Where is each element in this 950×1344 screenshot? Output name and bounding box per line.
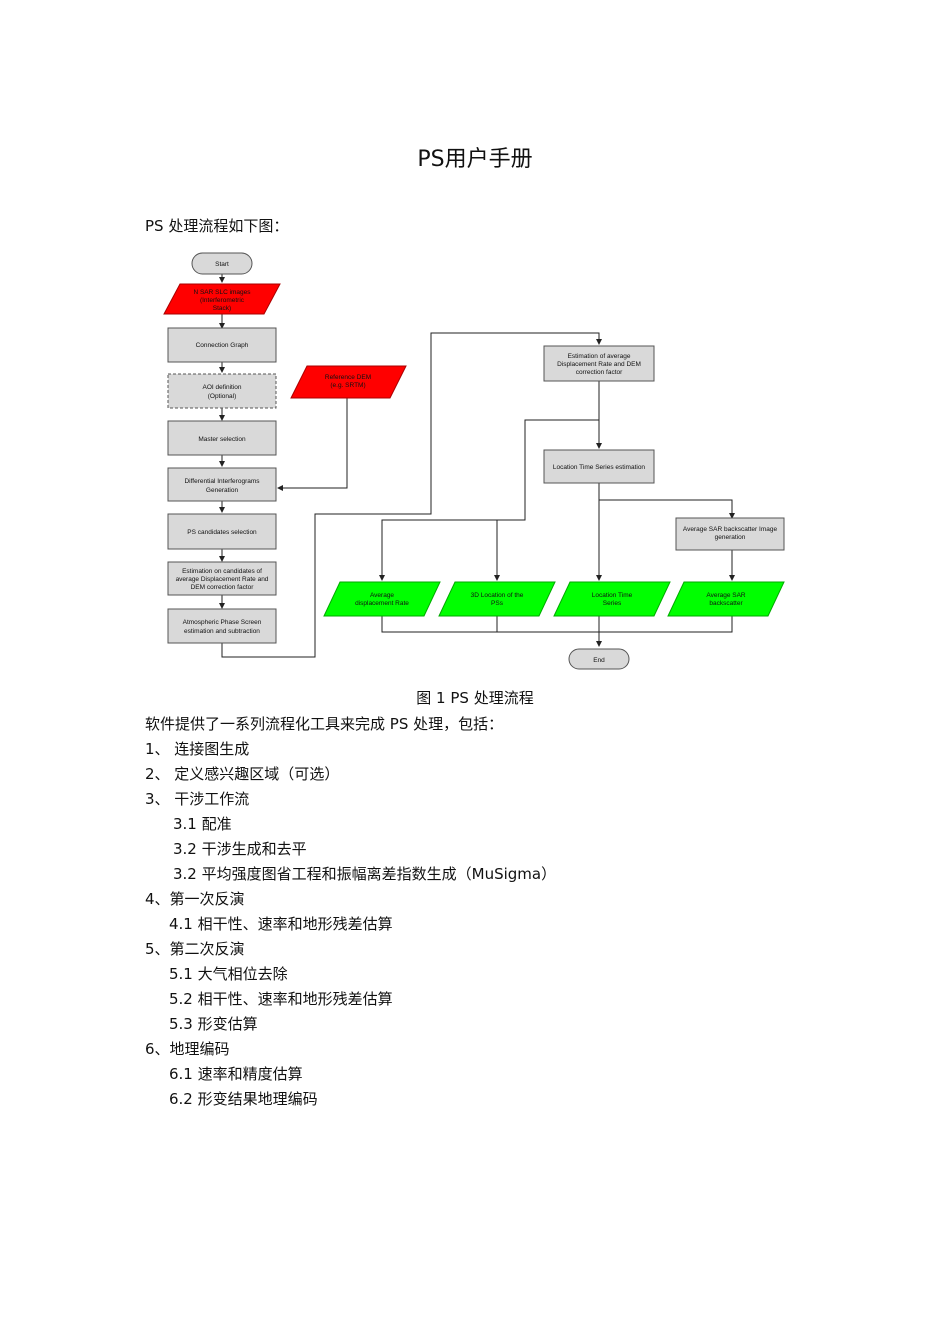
list-item: 5、第二次反演 (145, 940, 245, 958)
svg-text:Average: Average (370, 592, 394, 599)
list-subitem: 4.1 相干性、速率和地形残差估算 (169, 915, 393, 933)
svg-text:Series: Series (603, 600, 622, 607)
output-3d-location: 3D Location of the PSs (438, 581, 556, 617)
list-subitem: 3.1 配准 (173, 815, 232, 833)
tool-list: 软件提供了一系列流程化工具来完成 PS 处理，包括： 1、 连接图生成 2、 定… (145, 712, 845, 1112)
figure-caption: 图 1 PS 处理流程 (416, 689, 534, 707)
list-lead: 软件提供了一系列流程化工具来完成 PS 处理，包括： (145, 715, 504, 733)
svg-text:PSs: PSs (491, 600, 504, 607)
svg-text:AOI definition: AOI definition (202, 384, 241, 391)
reference-dem-input: Reference DEM (e.g. SRTM) (290, 365, 407, 399)
ps-flowchart: Start N SAR SLC images (Interferometric … (163, 252, 785, 670)
svg-text:Connection Graph: Connection Graph (196, 342, 249, 349)
svg-text:generation: generation (715, 534, 746, 541)
svg-text:Average SAR: Average SAR (706, 592, 746, 599)
list-subitem: 3.2 平均强度图省工程和振幅离差指数生成（MuSigma） (173, 865, 557, 883)
svg-text:Location Time: Location Time (592, 592, 633, 599)
list-subitem: 6.1 速率和精度估算 (169, 1065, 303, 1083)
svg-text:(e.g. SRTM): (e.g. SRTM) (330, 382, 365, 389)
sar-stack-input: N SAR SLC images (Interferometric Stack) (163, 283, 281, 315)
output-average-rate: Average displacement Rate (323, 581, 441, 617)
svg-text:Generation: Generation (206, 487, 239, 494)
svg-text:Differential Interferograms: Differential Interferograms (184, 478, 260, 485)
estimation-candidates-step: Estimation on candidates of average Disp… (167, 561, 277, 596)
svg-text:displacement Rate: displacement Rate (355, 600, 409, 607)
svg-text:Reference DEM: Reference DEM (325, 374, 371, 381)
aoi-definition-step: AOI definition (Optional) (167, 373, 277, 409)
end-terminal: End (568, 648, 630, 670)
svg-text:backscatter: backscatter (709, 600, 743, 607)
svg-text:Master selection: Master selection (198, 436, 246, 443)
flow-connectors (219, 274, 735, 658)
svg-text:N SAR SLC images: N SAR SLC images (193, 289, 251, 296)
diff-interferograms-step: Differential Interferograms Generation (167, 467, 277, 502)
master-selection-step: Master selection (167, 420, 277, 456)
list-subitem: 5.3 形变估算 (169, 1015, 258, 1033)
list-item: 3、 干涉工作流 (145, 790, 250, 808)
svg-text:(Interferometric: (Interferometric (200, 297, 245, 304)
list-item: 4、第一次反演 (145, 890, 245, 908)
list-item: 2、 定义感兴趣区域（可选） (145, 765, 340, 783)
svg-text:Location Time Series estimatio: Location Time Series estimation (553, 464, 646, 471)
svg-text:Stack): Stack) (213, 305, 231, 312)
page-title: PS用户手册 (417, 147, 533, 172)
svg-text:estimation and subtraction: estimation and subtraction (184, 628, 260, 635)
svg-text:3D Location of the: 3D Location of the (471, 592, 524, 599)
svg-text:End: End (593, 657, 605, 664)
list-subitem: 5.1 大气相位去除 (169, 965, 288, 983)
list-subitem: 5.2 相干性、速率和地形残差估算 (169, 990, 393, 1008)
svg-text:correction factor: correction factor (576, 369, 623, 376)
connection-graph-step: Connection Graph (167, 327, 277, 363)
ps-candidates-step: PS candidates selection (167, 513, 277, 550)
list-item: 6、地理编码 (145, 1040, 230, 1058)
svg-text:Atmospheric Phase Screen: Atmospheric Phase Screen (183, 619, 262, 626)
list-subitem: 3.2 干涉生成和去平 (173, 840, 307, 858)
aps-step: Atmospheric Phase Screen estimation and … (167, 608, 277, 644)
svg-text:average Displacement Rate and: average Displacement Rate and (176, 576, 269, 583)
svg-text:Estimation on candidates of: Estimation on candidates of (182, 568, 262, 575)
location-time-series-step: Location Time Series estimation (543, 449, 655, 484)
output-time-series: Location Time Series (553, 581, 671, 617)
intro-text: PS 处理流程如下图： (145, 217, 289, 235)
svg-text:Estimation of average: Estimation of average (568, 353, 631, 360)
list-item: 1、 连接图生成 (145, 740, 250, 758)
svg-text:PS candidates selection: PS candidates selection (187, 529, 257, 536)
svg-text:DEM correction factor: DEM correction factor (191, 584, 255, 591)
svg-text:Average SAR backscatter Image: Average SAR backscatter Image (683, 526, 778, 533)
start-terminal: Start (191, 252, 253, 275)
list-subitem: 6.2 形变结果地理编码 (169, 1090, 318, 1108)
avg-sar-image-step: Average SAR backscatter Image generation (675, 517, 785, 551)
svg-text:(Optional): (Optional) (208, 393, 237, 400)
svg-text:Start: Start (215, 261, 229, 268)
output-backscatter: Average SAR backscatter (667, 581, 785, 617)
estimation-average-step: Estimation of average Displacement Rate … (543, 345, 655, 382)
svg-text:Displacement Rate and DEM: Displacement Rate and DEM (557, 361, 641, 368)
